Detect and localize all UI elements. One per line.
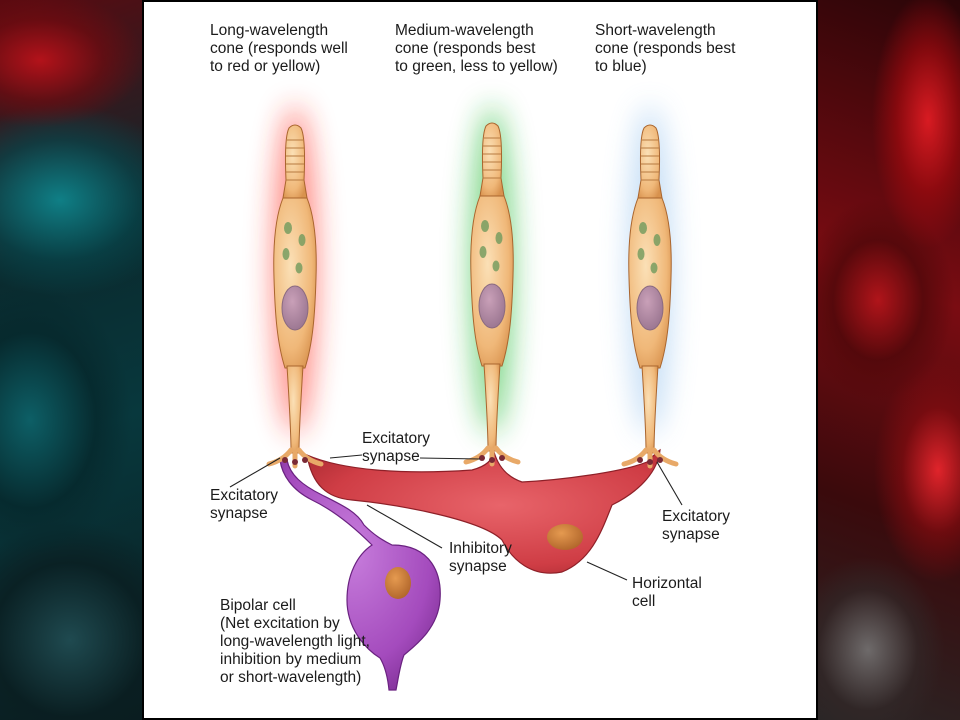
long-wavelength-cone-label: Long-wavelength cone (responds well to r… bbox=[210, 22, 348, 75]
bipolar-cell-label: Bipolar cell (Net excitation by long-wav… bbox=[220, 597, 370, 686]
excitatory-synapse-left-label: Excitatory synapse bbox=[210, 487, 279, 522]
retina-diagram bbox=[229, 105, 683, 691]
medium-wavelength-cone-label: Medium-wavelength cone (responds best to… bbox=[395, 22, 558, 75]
slide: Long-wavelength cone (responds well to r… bbox=[142, 0, 818, 720]
synapse-knobs bbox=[282, 455, 663, 465]
background-right bbox=[818, 0, 960, 720]
background-left bbox=[0, 0, 142, 720]
horizontal-nucleus bbox=[547, 524, 583, 550]
bipolar-cell bbox=[279, 459, 441, 691]
medium-wavelength-cone bbox=[466, 123, 518, 464]
long-wavelength-cone bbox=[269, 125, 321, 466]
horizontal-cell-label: Horizontal cell bbox=[632, 575, 702, 610]
short-wavelength-cone bbox=[624, 125, 676, 466]
excitatory-synapse-right-label: Excitatory synapse bbox=[662, 508, 731, 543]
short-wavelength-cone-label: Short-wavelength cone (responds best to … bbox=[595, 22, 736, 75]
leader-lines bbox=[229, 454, 683, 581]
bipolar-nucleus bbox=[385, 567, 411, 599]
excitatory-synapse-top-label: Excitatory synapse bbox=[362, 430, 431, 465]
inhibitory-synapse-label: Inhibitory synapse bbox=[449, 540, 512, 575]
